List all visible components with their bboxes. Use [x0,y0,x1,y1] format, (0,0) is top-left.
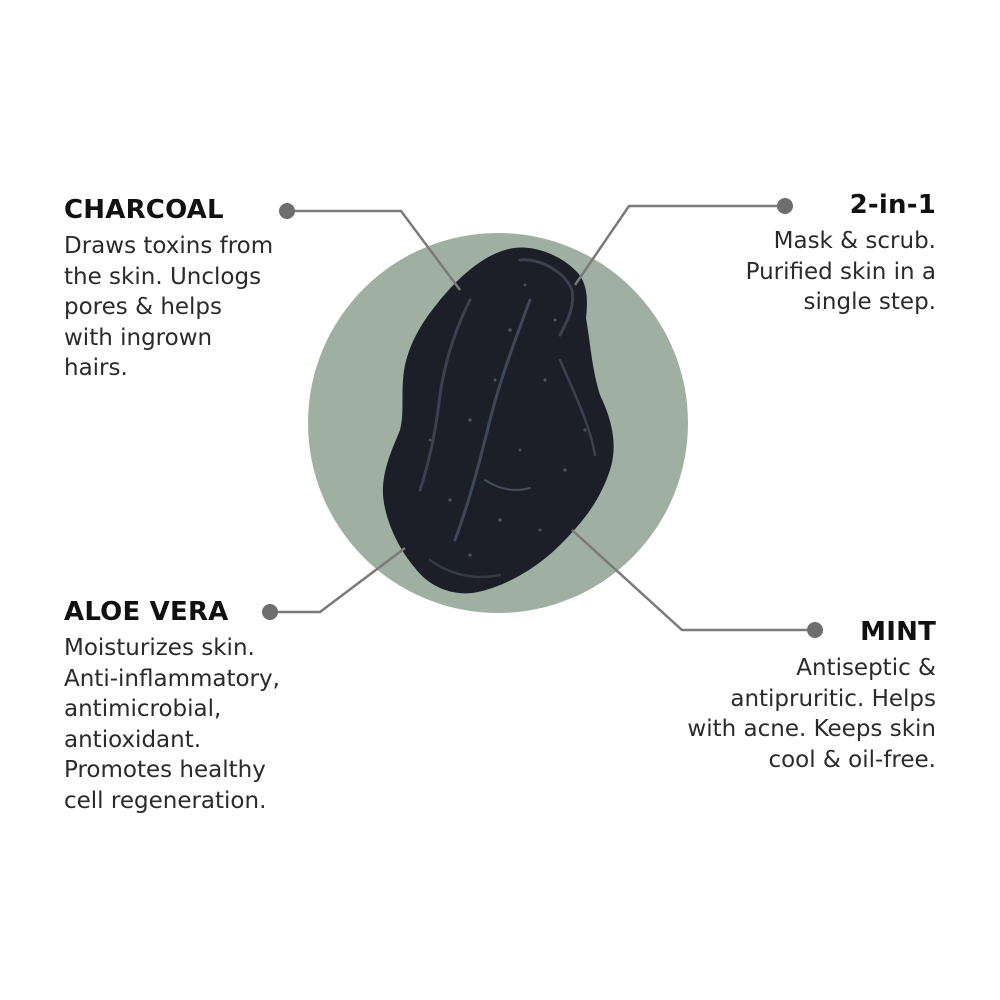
callout-body-aloe-vera: Moisturizes skin. Anti-inflammatory, ant… [64,635,280,814]
callout-2in1: 2-in-1 Mask & scrub. Purified skin in a … [676,188,936,318]
connector-line-2in1 [573,204,785,286]
callout-title-charcoal: CHARCOAL [64,195,224,225]
connector-dot-charcoal [279,203,295,219]
callout-mint: MINT Antiseptic & antipruritic. Helps wi… [636,615,936,775]
callout-title-2in1: 2-in-1 [849,190,936,220]
connector-line-charcoal [287,209,462,291]
callout-body-charcoal: Draws toxins from the skin. Unclogs pore… [64,233,274,381]
connector-dot-2in1 [777,198,793,214]
callout-title-aloe-vera: ALOE VERA [64,597,229,627]
callout-title-mint: MINT [860,617,936,647]
callout-body-2in1: Mask & scrub. Purified skin in a single … [745,228,936,315]
connector-dot-mint [807,622,823,638]
charcoal-paste-swatch [382,247,614,594]
connector-line-aloe [270,547,406,614]
callout-charcoal: CHARCOAL Draws toxins from the skin. Unc… [64,193,324,384]
connector-dot-aloe [262,604,278,620]
callout-body-mint: Antiseptic & antipruritic. Helps with ac… [687,655,936,773]
callout-aloe-vera: ALOE VERA Moisturizes skin. Anti-inflamm… [64,595,344,816]
connector-line-mint [571,529,815,632]
